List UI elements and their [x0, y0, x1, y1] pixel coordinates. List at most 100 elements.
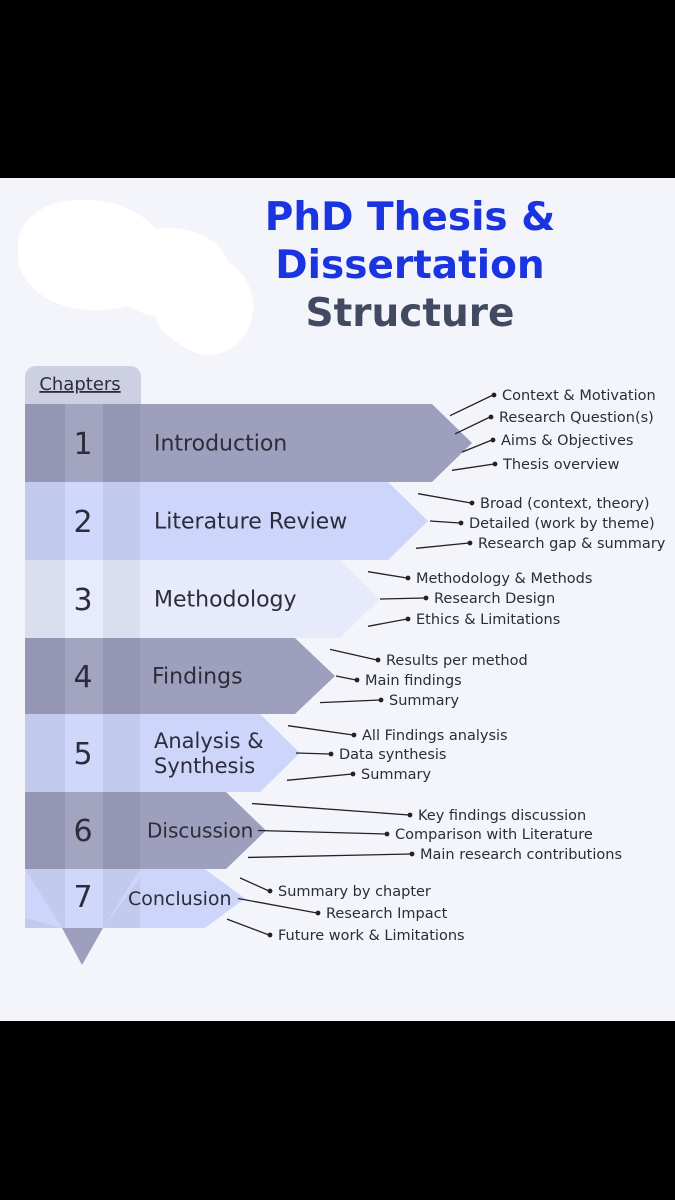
- chapter-name: Synthesis: [154, 754, 255, 778]
- bullet-text: Methodology & Methods: [416, 571, 592, 587]
- pencil-taper-right: [103, 869, 140, 928]
- connector-line: [329, 648, 378, 661]
- pencil-stripe-right: [103, 638, 140, 714]
- bullet-text: Research Design: [434, 591, 555, 607]
- connector-line: [226, 918, 270, 936]
- connector-line: [454, 416, 491, 435]
- pencil-stripe-left: [25, 714, 65, 792]
- connector-line: [295, 752, 331, 755]
- connector-line: [415, 542, 470, 549]
- pencil-stripe-right: [103, 560, 140, 638]
- chapter-band-3: [25, 560, 380, 638]
- pencil-stripe-middle: [65, 404, 103, 482]
- pencil-stripe-middle: [65, 482, 103, 560]
- bullet-dot: [488, 414, 494, 420]
- bullet-dot: [490, 437, 496, 443]
- chapter-band-1: [25, 404, 472, 482]
- bullet-dot: [469, 500, 475, 506]
- pencil-stripe-left: [25, 482, 65, 560]
- chapter-name: Methodology: [154, 588, 297, 613]
- bullet-text: Research Question(s): [499, 410, 654, 426]
- bullet-dot: [267, 888, 273, 894]
- bullet-text: Data synthesis: [339, 747, 447, 763]
- infographic-card: PhD Thesis & Dissertation Structure Chap…: [0, 178, 675, 1021]
- pencil-stripe-right: [103, 482, 140, 560]
- pencil-stripe-left: [25, 638, 65, 714]
- chapter-number: 1: [73, 427, 92, 462]
- title-line-2: Dissertation: [275, 243, 545, 288]
- bullet-text: Summary by chapter: [278, 884, 431, 900]
- pencil-stripe-middle: [65, 714, 103, 792]
- bullet-text: Summary: [361, 767, 431, 783]
- connector-line: [286, 773, 353, 781]
- connector-line: [379, 597, 426, 600]
- connector-line: [239, 877, 270, 892]
- connector-line: [367, 571, 408, 579]
- bullet-dot: [384, 831, 390, 837]
- connector-line: [257, 829, 387, 835]
- bullet-text: Future work & Limitations: [278, 928, 465, 944]
- pencil-stripe-middle: [65, 638, 103, 714]
- pencil-taper-left: [25, 869, 62, 928]
- chapter-name: Conclusion: [128, 888, 232, 910]
- connector-line: [429, 520, 461, 524]
- bullet-dot: [467, 540, 473, 546]
- pencil-stripe-right: [103, 714, 140, 792]
- bullet-text: Aims & Objectives: [501, 433, 633, 449]
- pencil-stripe-middle: [65, 792, 103, 869]
- chapter-band-2: [25, 482, 428, 560]
- bullet-dot: [458, 520, 464, 526]
- pencil-stripe-middle: [65, 560, 103, 638]
- pencil-tip: [62, 928, 103, 965]
- bullet-text: Comparison with Literature: [395, 827, 593, 843]
- chapter-number: 5: [73, 737, 92, 772]
- chapter-number: 3: [73, 583, 92, 618]
- connector-line: [461, 439, 493, 453]
- bullet-dot: [491, 392, 497, 398]
- bullet-dot: [407, 812, 413, 818]
- bullet-text: All Findings analysis: [362, 728, 508, 744]
- bullet-text: Ethics & Limitations: [416, 612, 560, 628]
- bullet-text: Main research contributions: [420, 847, 622, 863]
- bullet-text: Results per method: [386, 653, 528, 669]
- pencil-stripe-left: [25, 404, 65, 482]
- pencil-stripe-middle: [65, 869, 103, 928]
- connector-line: [367, 618, 408, 627]
- chapter-number: 2: [73, 505, 92, 540]
- chapter-number: 4: [73, 660, 92, 695]
- bullet-text: Context & Motivation: [502, 388, 656, 404]
- connector-line: [335, 675, 357, 681]
- chapters-header-tab: [25, 366, 141, 404]
- chapter-band-6: [25, 792, 266, 869]
- bullet-text: Summary: [389, 693, 459, 709]
- bullet-text: Broad (context, theory): [480, 496, 650, 512]
- bullet-text: Detailed (work by theme): [469, 516, 655, 532]
- bullet-dot: [315, 910, 321, 916]
- bullet-text: Main findings: [365, 673, 462, 689]
- connector-line: [451, 463, 495, 471]
- connector-line: [251, 802, 410, 816]
- chapter-number: 7: [73, 880, 92, 915]
- pencil-stripe-left: [25, 560, 65, 638]
- connector-line: [417, 493, 472, 504]
- chapters-header-label: Chapters: [39, 374, 120, 395]
- connector-line: [319, 699, 381, 704]
- bullet-text: Key findings discussion: [418, 808, 586, 824]
- bullet-dot: [328, 751, 334, 757]
- chapter-band-4: [25, 638, 335, 714]
- pencil-stripe-right: [103, 404, 140, 482]
- bullet-dot: [351, 732, 357, 738]
- connector-line: [237, 897, 318, 914]
- chapter-name: Findings: [152, 665, 243, 690]
- bullet-dot: [423, 595, 429, 601]
- bullet-dot: [409, 851, 415, 857]
- chapter-band-5: [25, 714, 300, 792]
- bullet-text: Research Impact: [326, 906, 448, 922]
- chapter-name: Discussion: [147, 819, 253, 843]
- title-line-1: PhD Thesis &: [264, 195, 556, 240]
- bullet-dot: [354, 677, 360, 683]
- title-line-3: Structure: [305, 291, 515, 336]
- pencil-stripe-right: [103, 792, 140, 869]
- chapter-band-7: [25, 869, 245, 928]
